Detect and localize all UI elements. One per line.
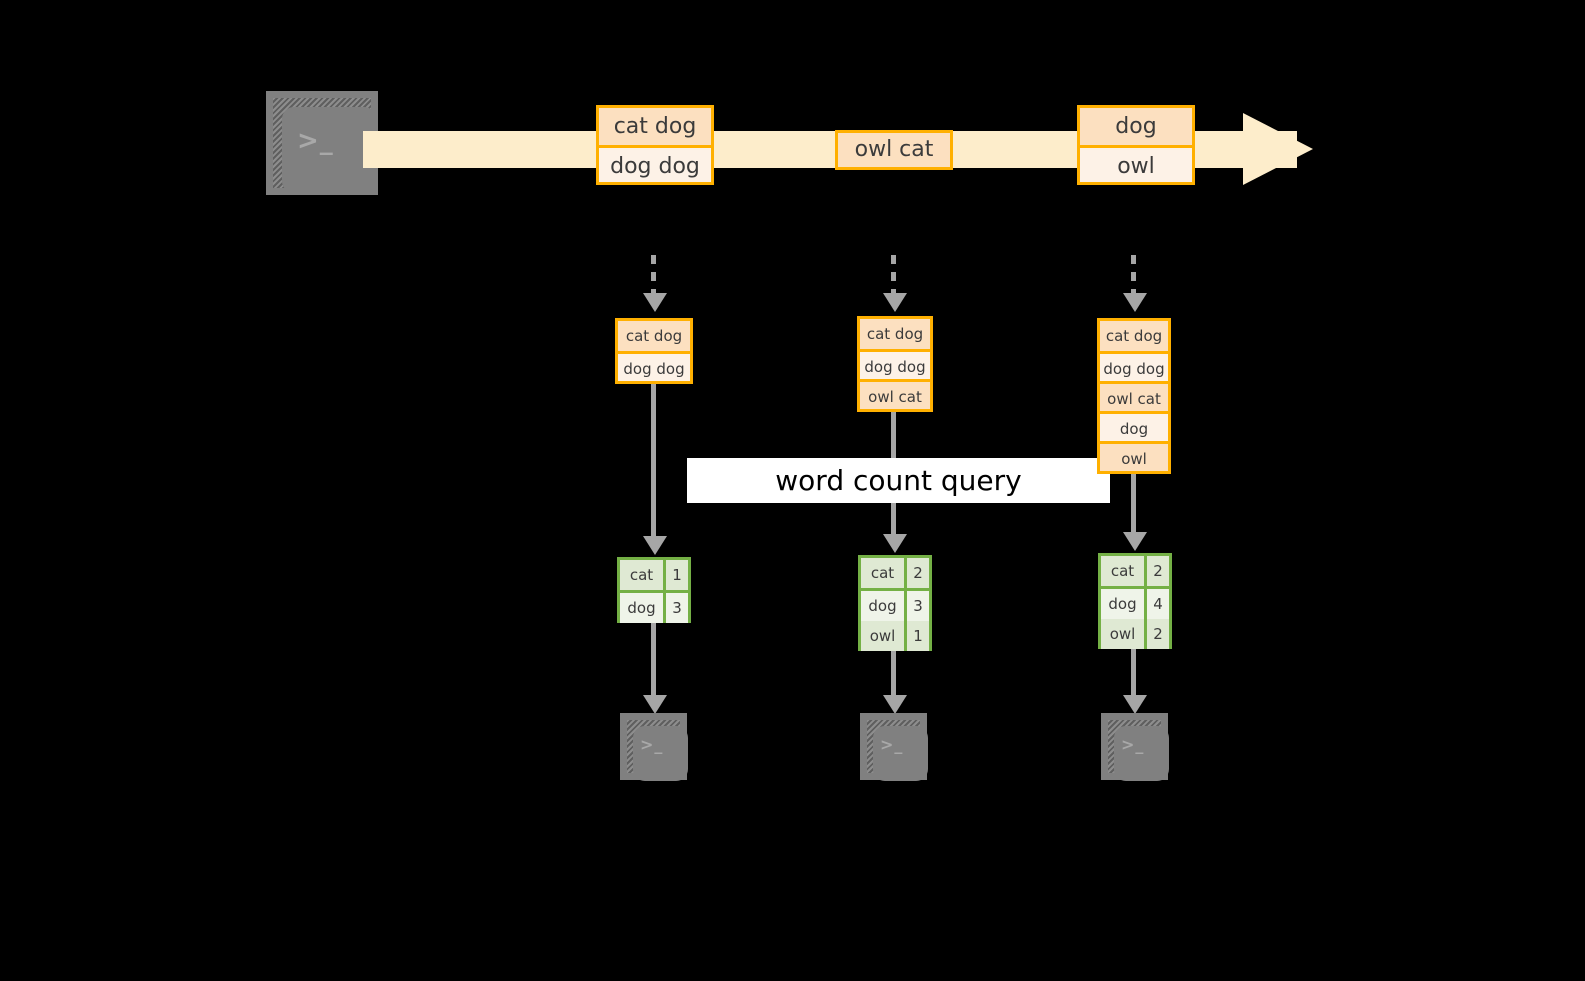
table-row: cat 2 bbox=[861, 558, 929, 588]
snapshot-2-result-count-2: 3 bbox=[904, 591, 929, 621]
snapshot-3-tap-line bbox=[1131, 255, 1136, 293]
snapshot-1-result-count-2: 3 bbox=[663, 593, 688, 623]
snapshot-3-result-count-3: 2 bbox=[1144, 619, 1169, 649]
snapshot-2-result-word-3: owl bbox=[861, 621, 905, 651]
terminal-prompt-glyph: >_ bbox=[297, 126, 334, 156]
table-row: dog 3 bbox=[861, 588, 929, 621]
table-row: cat 2 bbox=[1101, 556, 1169, 586]
snapshot-3-result-word-2: dog bbox=[1101, 589, 1145, 619]
terminal-body bbox=[873, 726, 928, 781]
snapshot-2-input-line-3: owl cat bbox=[860, 379, 930, 409]
snapshot-3-tap-arrowhead-icon bbox=[1123, 293, 1147, 312]
snapshot-2-sink-arrowhead-icon bbox=[883, 695, 907, 714]
snapshot-3-sink-arrowhead-icon bbox=[1123, 695, 1147, 714]
snapshot-2-result-count-1: 2 bbox=[904, 558, 929, 588]
snapshot-3-result-table[interactable]: cat 2 dog 4 owl 2 bbox=[1098, 553, 1172, 649]
snapshot-3-query-line bbox=[1131, 474, 1136, 532]
table-row: owl 1 bbox=[861, 618, 929, 651]
stream-event-3-line-1: dog bbox=[1080, 108, 1192, 145]
source-terminal-icon: >_ bbox=[266, 91, 378, 195]
snapshot-3-input-line-1: cat dog bbox=[1100, 321, 1168, 351]
stream-arrowhead-icon bbox=[1243, 113, 1313, 185]
stream-event-3[interactable]: dog owl bbox=[1077, 105, 1195, 185]
snapshot-3-input-line-3: owl cat bbox=[1100, 381, 1168, 411]
snapshot-3-result-word-1: cat bbox=[1101, 556, 1145, 586]
snapshot-1-result-word-1: cat bbox=[620, 560, 664, 590]
snapshot-1-sink-arrowhead-icon bbox=[643, 695, 667, 714]
terminal-prompt-glyph: >_ bbox=[640, 735, 664, 754]
query-label: word count query bbox=[775, 464, 1022, 497]
snapshot-3-input-line-2: dog dog bbox=[1100, 351, 1168, 381]
snapshot-1-input-line-1: cat dog bbox=[618, 321, 690, 351]
snapshot-3-input-line-5: owl bbox=[1100, 441, 1168, 471]
snapshot-2-result-word-1: cat bbox=[861, 558, 905, 588]
query-banner: word count query bbox=[687, 458, 1110, 503]
snapshot-1-tap-line bbox=[651, 255, 656, 293]
snapshot-1-result-table[interactable]: cat 1 dog 3 bbox=[617, 557, 691, 623]
snapshot-2-tap-line bbox=[891, 255, 896, 293]
terminal-prompt-glyph: >_ bbox=[1121, 735, 1145, 754]
snapshot-2-sink-terminal-icon: >_ bbox=[860, 713, 928, 781]
snapshot-2-result-word-2: dog bbox=[861, 591, 905, 621]
snapshot-2-input-line-1: cat dog bbox=[860, 319, 930, 349]
snapshot-3-result-word-3: owl bbox=[1101, 619, 1145, 649]
stream-event-2-line-1: owl cat bbox=[838, 133, 950, 167]
snapshot-2-tap-arrowhead-icon bbox=[883, 293, 907, 312]
snapshot-1-result-word-2: dog bbox=[620, 593, 664, 623]
stream-event-3-line-2: owl bbox=[1080, 145, 1192, 182]
snapshot-3-input-line-4: dog bbox=[1100, 411, 1168, 441]
stream-event-1[interactable]: cat dog dog dog bbox=[596, 105, 714, 185]
snapshot-2-result-table[interactable]: cat 2 dog 3 owl 1 bbox=[858, 555, 932, 651]
snapshot-2-result-count-3: 1 bbox=[904, 621, 929, 651]
snapshot-1-input-line-2: dog dog bbox=[618, 351, 690, 381]
snapshot-3-sink-line bbox=[1131, 649, 1136, 695]
table-row: dog 4 bbox=[1101, 586, 1169, 619]
snapshot-1-sink-terminal-icon: >_ bbox=[620, 713, 688, 781]
snapshot-3-sink-terminal-icon: >_ bbox=[1101, 713, 1169, 781]
snapshot-3-result-count-2: 4 bbox=[1144, 589, 1169, 619]
snapshot-2-input-line-2: dog dog bbox=[860, 349, 930, 379]
terminal-body bbox=[1114, 726, 1169, 781]
terminal-prompt-glyph: >_ bbox=[880, 735, 904, 754]
stream-event-2[interactable]: owl cat bbox=[835, 130, 953, 170]
snapshot-1-query-line bbox=[651, 384, 656, 536]
terminal-body bbox=[282, 107, 376, 193]
snapshot-3-result-count-1: 2 bbox=[1144, 556, 1169, 586]
snapshot-2-input-log[interactable]: cat dog dog dog owl cat bbox=[857, 316, 933, 412]
table-row: cat 1 bbox=[620, 560, 688, 590]
stream-event-1-line-1: cat dog bbox=[599, 108, 711, 145]
stream-event-1-line-2: dog dog bbox=[599, 145, 711, 182]
snapshot-1-query-arrowhead-icon bbox=[643, 536, 667, 555]
snapshot-1-sink-line bbox=[651, 623, 656, 695]
snapshot-3-input-log[interactable]: cat dog dog dog owl cat dog owl bbox=[1097, 318, 1171, 474]
snapshot-1-input-log[interactable]: cat dog dog dog bbox=[615, 318, 693, 384]
table-row: dog 3 bbox=[620, 590, 688, 623]
snapshot-1-result-count-1: 1 bbox=[663, 560, 688, 590]
snapshot-2-query-arrowhead-icon bbox=[883, 534, 907, 553]
snapshot-1-tap-arrowhead-icon bbox=[643, 293, 667, 312]
snapshot-3-query-arrowhead-icon bbox=[1123, 532, 1147, 551]
terminal-body bbox=[633, 726, 688, 781]
table-row: owl 2 bbox=[1101, 616, 1169, 649]
snapshot-2-sink-line bbox=[891, 651, 896, 695]
